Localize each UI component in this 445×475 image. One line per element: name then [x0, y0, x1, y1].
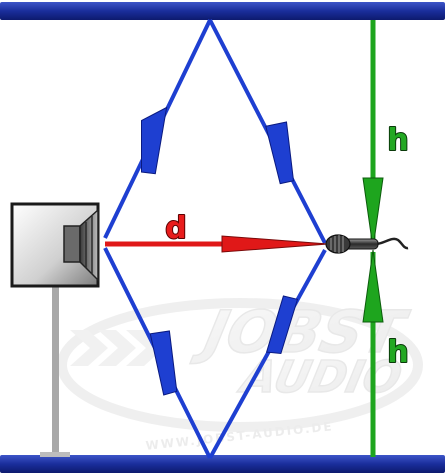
microphone-icon: [325, 234, 409, 254]
path-speaker-to-floor: [103, 247, 212, 459]
direct-path: [105, 235, 329, 253]
path-speaker-to-ceiling: [103, 19, 212, 239]
speaker-stand: [40, 285, 70, 457]
reflection-paths: [103, 19, 327, 459]
loudspeaker-icon: [10, 202, 100, 288]
height-arrowhead-top: [362, 177, 384, 249]
label-distance-d: d: [165, 211, 186, 246]
height-arrows: [362, 20, 384, 457]
direct-path-arrowhead: [221, 235, 329, 253]
height-arrowhead-bottom: [362, 249, 384, 323]
ceiling-bar: [0, 2, 445, 20]
label-height-top-h: h: [387, 123, 408, 158]
label-height-bottom-h: h: [387, 335, 408, 370]
floor-bar: [0, 455, 445, 473]
path-ceiling-to-mic: [208, 19, 327, 244]
path-floor-to-mic: [208, 249, 327, 459]
watermark-logo-bottom: AUDIO: [234, 352, 406, 402]
